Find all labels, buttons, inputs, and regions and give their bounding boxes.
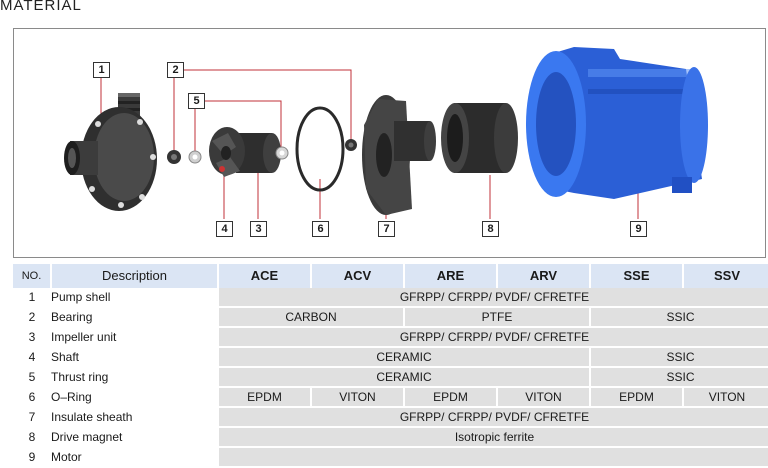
impeller-unit-part <box>209 127 281 177</box>
material-cell <box>218 447 768 467</box>
material-table: NO. Description ACE ACV ARE ARV SSE SSV … <box>13 264 768 468</box>
material-cell: CERAMIC <box>218 367 591 387</box>
row-description: Thrust ring <box>51 367 219 387</box>
thrust-ring-part <box>188 150 202 164</box>
table-row: 5 Thrust ring CERAMIC SSIC <box>13 367 768 387</box>
thrust-ring-part-2 <box>275 146 289 160</box>
material-cell: VITON <box>497 387 591 407</box>
table-row: 4 Shaft CERAMIC SSIC <box>13 347 768 367</box>
material-cell: Isotropic ferrite <box>218 427 768 447</box>
bearing-part-2 <box>345 139 357 151</box>
callout-7: 7 <box>378 221 395 237</box>
callout-6: 6 <box>312 221 329 237</box>
material-cell: GFRPP/ CFRPP/ PVDF/ CFRETFE <box>218 288 768 307</box>
pump-shell-part <box>64 93 157 211</box>
drive-magnet-part <box>441 103 518 173</box>
table-row: 2 Bearing CARBON PTFE SSIC <box>13 307 768 327</box>
material-cell: SSIC <box>590 307 768 327</box>
motor-part <box>526 47 708 199</box>
bearing-part <box>167 150 181 164</box>
callout-9: 9 <box>630 221 647 237</box>
row-description: Drive magnet <box>51 427 219 447</box>
material-cell: GFRPP/ CFRPP/ PVDF/ CFRETFE <box>218 327 768 347</box>
callout-8: 8 <box>482 221 499 237</box>
exploded-view-diagram: 1 2 5 4 3 6 7 8 9 <box>13 28 766 258</box>
row-no: 4 <box>13 347 51 367</box>
row-description: Bearing <box>51 307 219 327</box>
row-no: 5 <box>13 367 51 387</box>
header-model: SSV <box>683 264 768 288</box>
material-cell: GFRPP/ CFRPP/ PVDF/ CFRETFE <box>218 407 768 427</box>
callout-3: 3 <box>250 221 267 237</box>
material-cell: VITON <box>683 387 768 407</box>
row-no: 3 <box>13 327 51 347</box>
table-row: 7 Insulate sheath GFRPP/ CFRPP/ PVDF/ CF… <box>13 407 768 427</box>
row-description: Insulate sheath <box>51 407 219 427</box>
material-cell: VITON <box>311 387 405 407</box>
callout-4: 4 <box>216 221 233 237</box>
insulate-sheath-part <box>362 95 436 215</box>
row-description: Pump shell <box>51 288 219 307</box>
table-row: 9 Motor <box>13 447 768 467</box>
row-no: 2 <box>13 307 51 327</box>
material-cell: EPDM <box>590 387 684 407</box>
material-cell: EPDM <box>404 387 498 407</box>
exploded-view-drawing <box>64 47 708 219</box>
material-cell: SSIC <box>590 367 768 387</box>
header-no: NO. <box>13 264 52 288</box>
row-description: Impeller unit <box>51 327 219 347</box>
row-no: 7 <box>13 407 51 427</box>
section-title: MATERIAL <box>0 0 82 14</box>
callout-1: 1 <box>93 62 110 78</box>
row-no: 1 <box>13 288 51 307</box>
row-description: O–Ring <box>51 387 219 407</box>
header-model: ACV <box>311 264 405 288</box>
callout-2: 2 <box>167 62 184 78</box>
callout-5: 5 <box>188 93 205 109</box>
table-row: 3 Impeller unit GFRPP/ CFRPP/ PVDF/ CFRE… <box>13 327 768 347</box>
table-row: 6 O–Ring EPDM VITON EPDM VITON EPDM VITO… <box>13 387 768 407</box>
material-cell: SSIC <box>590 347 768 367</box>
row-no: 6 <box>13 387 51 407</box>
header-model: ARV <box>497 264 591 288</box>
o-ring-part <box>295 106 345 192</box>
material-cell: CARBON <box>218 307 405 327</box>
material-cell: CERAMIC <box>218 347 591 367</box>
table-row: 8 Drive magnet Isotropic ferrite <box>13 427 768 447</box>
header-description: Description <box>51 264 219 288</box>
header-model: SSE <box>590 264 684 288</box>
row-no: 8 <box>13 427 51 447</box>
material-cell: PTFE <box>404 307 591 327</box>
header-model: ARE <box>404 264 498 288</box>
row-description: Motor <box>51 447 219 467</box>
table-header-row: NO. Description ACE ACV ARE ARV SSE SSV <box>13 264 768 288</box>
material-cell: EPDM <box>218 387 312 407</box>
row-no: 9 <box>13 447 51 467</box>
row-description: Shaft <box>51 347 219 367</box>
table-row: 1 Pump shell GFRPP/ CFRPP/ PVDF/ CFRETFE <box>13 288 768 307</box>
header-model: ACE <box>218 264 312 288</box>
